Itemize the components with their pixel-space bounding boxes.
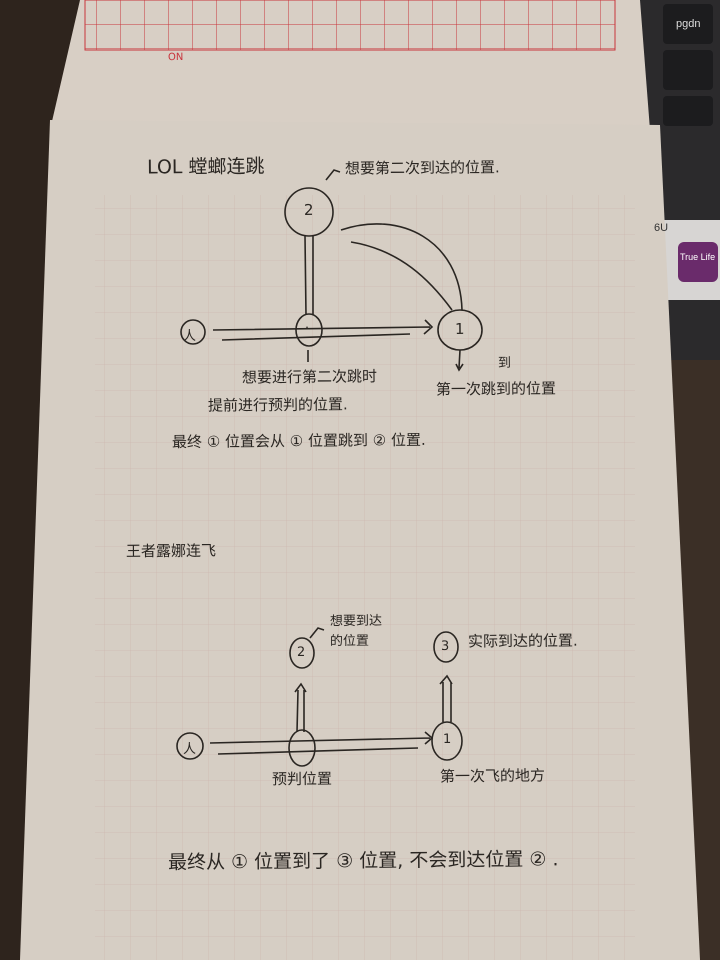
red-mark: ON [167, 51, 184, 64]
lol-circle-person-label: 人 [182, 328, 197, 345]
key [663, 96, 713, 126]
key [663, 50, 713, 90]
luna-circle-wanted [289, 637, 315, 669]
luna-label-actual: 实际到达的位置. [467, 631, 578, 651]
sticker-model: 6U [654, 222, 669, 234]
lol-circle-predict-label: · [304, 320, 310, 337]
lol-circle-second-label: 2 [303, 200, 314, 220]
lol-circle-person [180, 319, 206, 345]
luna-conclusion: 最终从 ① 位置到了 ③ 位置, 不会到达位置 ② . [167, 848, 559, 874]
luna-label-wanted-1: 想要到达 [329, 613, 383, 630]
lol-label-target: 想要第二次到达的位置. [344, 158, 500, 178]
luna-label-first: 第一次飞的地方 [439, 766, 546, 786]
luna-circle-actual [433, 631, 459, 663]
lol-title: LOL 螳螂连跳 [146, 155, 265, 179]
luna-label-wanted-2: 的位置 [329, 633, 370, 650]
luna-circle-predict [288, 729, 316, 767]
lol-diagram [180, 169, 483, 372]
luna-title: 王者露娜连飞 [125, 541, 217, 561]
luna-label-predict: 预判位置 [271, 769, 333, 789]
key [663, 4, 713, 44]
luna-circle-first [431, 721, 463, 761]
luna-circle-first-label: 1 [442, 731, 452, 748]
lol-conclusion: 最终 ① 位置会从 ① 位置跳到 ② 位置. [171, 430, 426, 452]
sticker-brand: True Life [680, 252, 716, 262]
lol-label-correction: 到 [497, 355, 512, 372]
lol-circle-second [284, 187, 334, 237]
red-grid [84, 0, 616, 51]
luna-circle-person [176, 732, 204, 760]
luna-circle-actual-label: 3 [440, 638, 450, 655]
lol-circle-first-label: 1 [454, 319, 465, 339]
lol-circle-predict [295, 313, 323, 347]
lol-label-predict-1: 想要进行第二次跳时 [241, 367, 378, 387]
lol-label-predict-2: 提前进行预判的位置. [207, 395, 348, 415]
key-pgdn: pgdn [676, 18, 701, 30]
luna-diagram [176, 627, 463, 767]
lol-label-first: 第一次跳到的位置 [435, 379, 557, 399]
brand-sticker [678, 242, 718, 282]
luna-circle-wanted-label: 2 [296, 644, 306, 661]
luna-circle-person-label: 人 [182, 741, 197, 758]
